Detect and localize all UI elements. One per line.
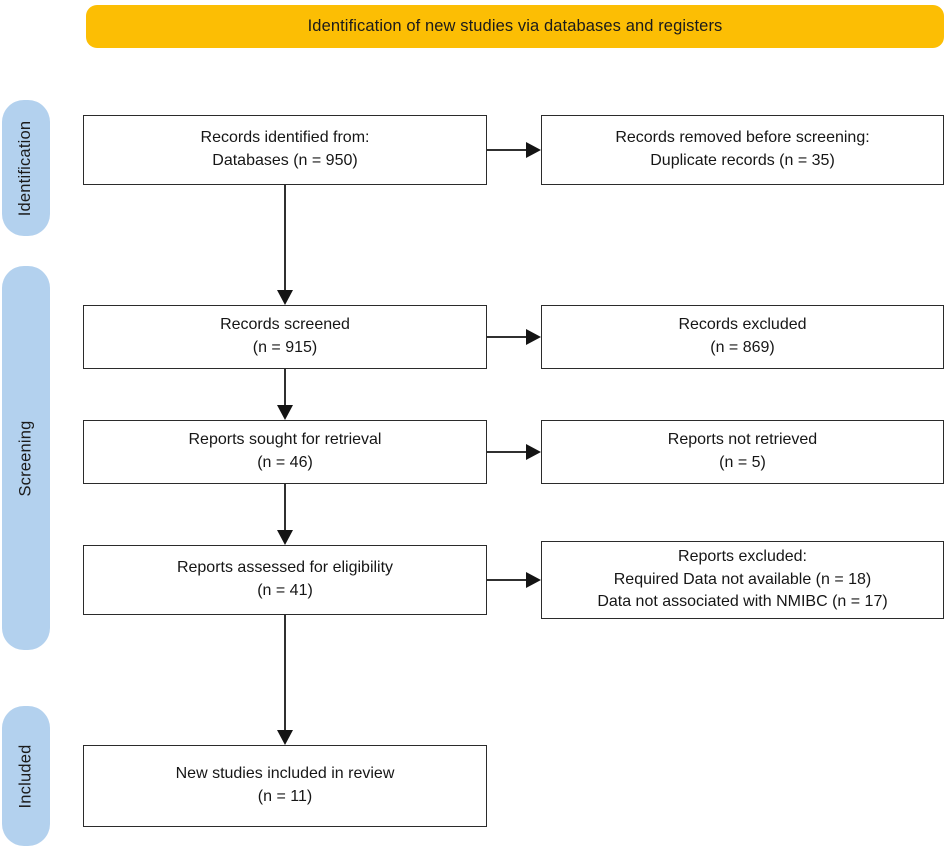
arrowhead-down-icon bbox=[277, 530, 293, 545]
box-reports-assessed: Reports assessed for eligibility (n = 41… bbox=[83, 545, 487, 615]
box-records-excluded-line1: Records excluded bbox=[678, 316, 807, 334]
diagram-banner: Identification of new studies via databa… bbox=[86, 5, 944, 48]
stage-tab-identification-label: Identification bbox=[16, 120, 35, 216]
connector-screened-to-excluded bbox=[487, 336, 531, 338]
box-records-identified-line1: Records identified from: bbox=[200, 129, 370, 147]
box-reports-assessed-line1: Reports assessed for eligibility bbox=[176, 559, 394, 577]
arrowhead-down-icon bbox=[277, 730, 293, 745]
box-reports-excluded: Reports excluded: Required Data not avai… bbox=[541, 541, 944, 619]
box-reports-sought-line2: (n = 46) bbox=[257, 454, 313, 471]
box-reports-sought: Reports sought for retrieval (n = 46) bbox=[83, 420, 487, 484]
arrowhead-right-icon bbox=[526, 572, 541, 588]
box-records-screened: Records screened (n = 915) bbox=[83, 305, 487, 369]
box-records-screened-line1: Records screened bbox=[220, 316, 350, 334]
banner-title: Identification of new studies via databa… bbox=[307, 17, 723, 35]
stage-tab-screening-label: Screening bbox=[16, 419, 35, 497]
box-new-studies-included-line1: New studies included in review bbox=[175, 765, 395, 783]
box-reports-excluded-line3: Data not associated with NMIBC (n = 17) bbox=[597, 593, 888, 611]
connector-identified-to-screened bbox=[284, 185, 286, 290]
connector-identified-to-removed bbox=[487, 149, 531, 151]
box-reports-sought-line1: Reports sought for retrieval bbox=[188, 431, 382, 449]
box-reports-not-retrieved: Reports not retrieved (n = 5) bbox=[541, 420, 944, 484]
box-records-removed-line2: Duplicate records (n = 35) bbox=[650, 152, 835, 169]
stage-tab-identification: Identification bbox=[2, 100, 50, 236]
box-records-screened-line2: (n = 915) bbox=[252, 339, 318, 356]
box-records-removed-line1: Records removed before screening: bbox=[615, 129, 870, 147]
box-records-excluded: Records excluded (n = 869) bbox=[541, 305, 944, 369]
stage-tab-included: Included bbox=[2, 706, 50, 846]
box-records-identified-line2: Databases (n = 950) bbox=[212, 152, 358, 169]
box-new-studies-included: New studies included in review (n = 11) bbox=[83, 745, 487, 827]
box-new-studies-included-line2: (n = 11) bbox=[257, 788, 313, 805]
box-reports-not-retrieved-line1: Reports not retrieved bbox=[667, 431, 818, 449]
arrowhead-right-icon bbox=[526, 444, 541, 460]
box-reports-excluded-line2: Required Data not available (n = 18) bbox=[613, 570, 872, 588]
box-records-identified: Records identified from: Databases (n = … bbox=[83, 115, 487, 185]
arrowhead-right-icon bbox=[526, 329, 541, 345]
connector-sought-to-not-retrieved bbox=[487, 451, 531, 453]
box-reports-not-retrieved-line2: (n = 5) bbox=[719, 454, 766, 471]
box-records-removed: Records removed before screening: Duplic… bbox=[541, 115, 944, 185]
stage-tab-included-label: Included bbox=[16, 744, 35, 808]
box-records-excluded-line2: (n = 869) bbox=[710, 339, 775, 356]
connector-sought-to-assessed bbox=[284, 484, 286, 530]
arrowhead-right-icon bbox=[526, 142, 541, 158]
box-reports-excluded-line1: Reports excluded: bbox=[678, 547, 807, 565]
box-reports-assessed-line2: (n = 41) bbox=[257, 582, 313, 599]
connector-assessed-to-reports-excluded bbox=[487, 579, 531, 581]
arrowhead-down-icon bbox=[277, 405, 293, 420]
arrowhead-down-icon bbox=[277, 290, 293, 305]
stage-tab-screening: Screening bbox=[2, 266, 50, 650]
connector-screened-to-sought bbox=[284, 369, 286, 405]
connector-assessed-to-included bbox=[284, 615, 286, 730]
